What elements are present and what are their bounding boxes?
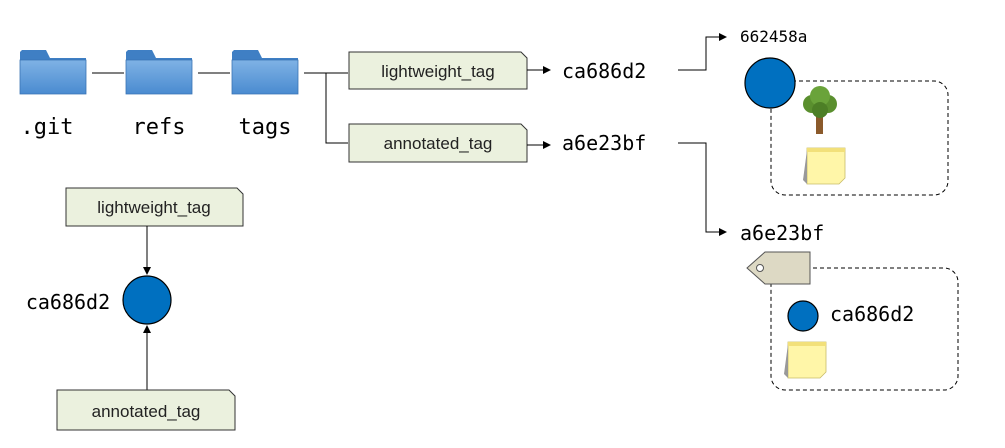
commit-node[interactable] — [744, 57, 796, 109]
annotated-tag-label: annotated_tag — [384, 134, 493, 153]
tagged-commit-node[interactable] — [787, 300, 819, 332]
bottom-lightweight-tag-box[interactable]: lightweight_tag — [65, 187, 244, 227]
folder-refs-label: refs — [133, 115, 186, 140]
tag-icon — [746, 251, 811, 285]
sticky-note-icon — [783, 341, 827, 379]
annotated-tag-box[interactable]: annotated_tag — [348, 123, 528, 163]
commit-object-container — [770, 80, 949, 196]
tree-icon — [803, 86, 837, 134]
bottom-annotated-tag-box[interactable]: annotated_tag — [56, 389, 236, 431]
lightweight-target-hash: ca686d2 — [562, 59, 646, 83]
tree-hash: 662458a — [740, 27, 807, 46]
annotated-target-hash: a6e23bf — [562, 131, 646, 155]
lightweight-tag-box[interactable]: lightweight_tag — [348, 51, 528, 90]
folder-refs[interactable]: refs — [125, 49, 193, 140]
folder-icon — [231, 49, 299, 95]
arrow-to-tag-object — [678, 142, 727, 236]
arrow-to-tree-hash — [678, 33, 727, 71]
folder-git-label: .git — [21, 115, 74, 140]
folder-icon — [19, 49, 87, 95]
folder-tags[interactable]: tags — [231, 49, 299, 140]
tagged-commit-hash: ca686d2 — [830, 302, 914, 326]
folder-git[interactable]: .git — [19, 49, 87, 140]
tag-object-hash: a6e23bf — [740, 221, 824, 245]
connector-tags-annotated — [325, 73, 348, 144]
bottom-lightweight-tag-label: lightweight_tag — [97, 198, 210, 217]
bottom-commit-node[interactable] — [122, 275, 172, 325]
bottom-commit-hash: ca686d2 — [26, 290, 110, 314]
sticky-note-icon — [802, 147, 846, 185]
tag-object-container — [770, 267, 959, 391]
folder-icon — [125, 49, 193, 95]
folder-tags-label: tags — [239, 115, 292, 140]
bottom-annotated-tag-label: annotated_tag — [92, 402, 201, 421]
lightweight-tag-label: lightweight_tag — [381, 62, 494, 81]
